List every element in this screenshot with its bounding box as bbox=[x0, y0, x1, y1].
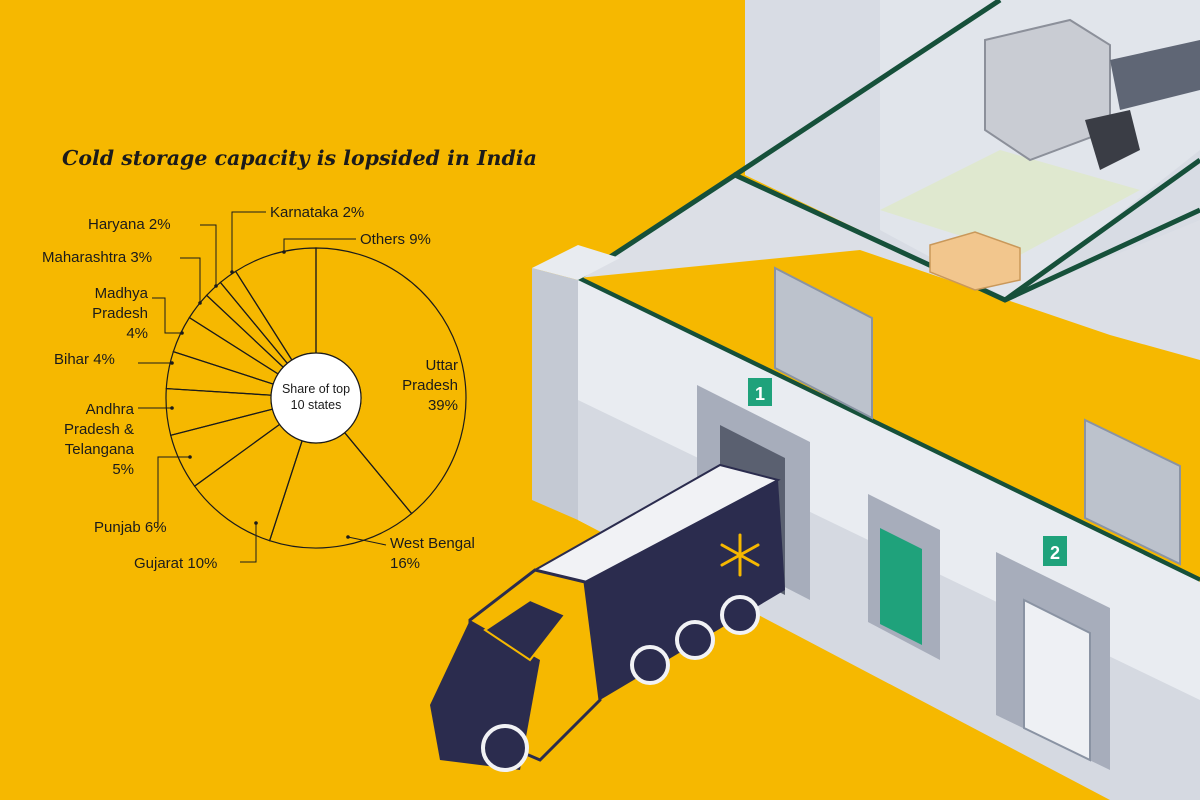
slice-name: Andhra Pradesh & Telangana bbox=[63, 401, 134, 458]
slice-name: Others bbox=[360, 231, 406, 248]
slice-label-2: Gujarat 10% bbox=[134, 554, 246, 574]
truck-trailer-side bbox=[585, 480, 785, 700]
slice-value: 9% bbox=[409, 231, 431, 248]
side-door bbox=[880, 528, 922, 645]
slice-value: 4% bbox=[126, 325, 148, 342]
donut-slice-6 bbox=[172, 316, 279, 385]
slice-value: 2% bbox=[342, 204, 365, 221]
slice-label-8: Haryana 2% bbox=[88, 215, 208, 235]
roof-trim-front bbox=[576, 275, 1200, 583]
slice-name: West Bengal bbox=[390, 535, 475, 552]
leader-dot-5 bbox=[170, 361, 174, 365]
leader-dot-9 bbox=[230, 270, 234, 274]
leader-line-2 bbox=[240, 523, 257, 563]
leader-line-9 bbox=[231, 211, 266, 272]
slice-name: Punjab bbox=[94, 519, 141, 536]
slice-value: 10% bbox=[187, 555, 218, 572]
slice-label-6: Madhya Pradesh 4% bbox=[48, 284, 148, 344]
slice-name: Bihar bbox=[54, 351, 90, 368]
left-wall-edge bbox=[532, 245, 620, 280]
slice-label-5: Bihar 4% bbox=[54, 350, 144, 370]
leader-dot-1 bbox=[346, 535, 350, 539]
slice-value: 6% bbox=[144, 519, 167, 536]
leader-line-7 bbox=[180, 257, 201, 303]
conveyor bbox=[1110, 40, 1200, 110]
truck-wheel-rear-1 bbox=[630, 645, 670, 685]
snowflake-icon bbox=[720, 533, 760, 577]
leader-line-10 bbox=[283, 238, 356, 252]
leader-dot-8 bbox=[214, 284, 218, 288]
truck-wheel-front bbox=[481, 724, 529, 772]
machine-dark-hood bbox=[1085, 110, 1140, 170]
dock-2-number: 2 bbox=[1050, 543, 1060, 563]
truck-windshield bbox=[483, 598, 567, 662]
donut-slice-2 bbox=[193, 423, 303, 542]
slice-name: Haryana bbox=[88, 216, 145, 233]
chart-title: Cold storage capacity is lopsided in Ind… bbox=[62, 146, 537, 170]
slice-label-1: West Bengal 16% bbox=[390, 534, 500, 574]
slice-label-0: Uttar Pradesh 39% bbox=[392, 356, 458, 416]
slice-label-10: Others 9% bbox=[360, 230, 460, 250]
leader-dot-7 bbox=[198, 301, 202, 305]
leader-line-8 bbox=[200, 224, 217, 286]
slice-label-7: Maharashtra 3% bbox=[42, 248, 192, 268]
dock-1-number: 1 bbox=[755, 384, 765, 404]
donut-slice-4 bbox=[165, 387, 274, 437]
leader-dot-4 bbox=[170, 406, 174, 410]
roof-trim bbox=[576, 172, 1200, 303]
processing-area-floor bbox=[880, 150, 1140, 255]
leader-line-6 bbox=[152, 297, 182, 334]
slice-name: Madhya Pradesh bbox=[92, 285, 148, 322]
leader-dot-2 bbox=[254, 521, 258, 525]
cargo-boxes bbox=[929, 231, 1021, 291]
slice-value: 16% bbox=[390, 555, 421, 572]
slice-name: Gujarat bbox=[134, 555, 184, 572]
leader-line-1 bbox=[347, 536, 387, 546]
leader-lines bbox=[138, 211, 387, 563]
leader-dot-3 bbox=[188, 455, 192, 459]
donut-slice-9 bbox=[219, 270, 293, 365]
leader-dot-10 bbox=[282, 250, 286, 254]
slice-label-4: Andhra Pradesh & Telangana 5% bbox=[44, 400, 134, 480]
slice-value: 3% bbox=[130, 249, 153, 266]
dock-2-number-badge bbox=[1043, 536, 1067, 566]
donut-slice-1 bbox=[268, 431, 413, 549]
leader-dot-6 bbox=[180, 331, 184, 335]
slice-label-3: Punjab 6% bbox=[94, 518, 190, 538]
donut-slice-7 bbox=[188, 294, 285, 375]
slice-value: 5% bbox=[112, 461, 134, 478]
roof-trim-back bbox=[733, 0, 1002, 178]
truck-wheel-rear-2 bbox=[675, 620, 715, 660]
slice-value: 2% bbox=[148, 216, 171, 233]
slice-name: Karnataka bbox=[270, 204, 339, 221]
refrigerated-truck bbox=[430, 463, 785, 772]
vent-right bbox=[1084, 418, 1181, 566]
left-wall bbox=[532, 268, 578, 520]
donut-slice-10 bbox=[234, 247, 317, 361]
slice-label-9: Karnataka 2% bbox=[270, 203, 400, 223]
warehouse-room-floor bbox=[578, 175, 1200, 360]
dock-2-opening bbox=[1023, 598, 1091, 762]
truck-wheel-rear-3 bbox=[720, 595, 760, 635]
donut-center-label: Share of top 10 states bbox=[281, 382, 351, 412]
donut-hole bbox=[270, 352, 362, 444]
slice-name: Maharashtra bbox=[42, 249, 127, 266]
leader-line-3 bbox=[157, 456, 190, 527]
slice-name: Uttar Pradesh bbox=[402, 357, 458, 394]
slice-value: 39% bbox=[427, 397, 458, 414]
dock-1-number-badge bbox=[748, 378, 772, 406]
vent-left bbox=[774, 266, 873, 420]
donut-slice-5 bbox=[165, 350, 274, 396]
roof-trim-divider bbox=[1003, 157, 1200, 303]
slice-value: 4% bbox=[93, 351, 115, 368]
